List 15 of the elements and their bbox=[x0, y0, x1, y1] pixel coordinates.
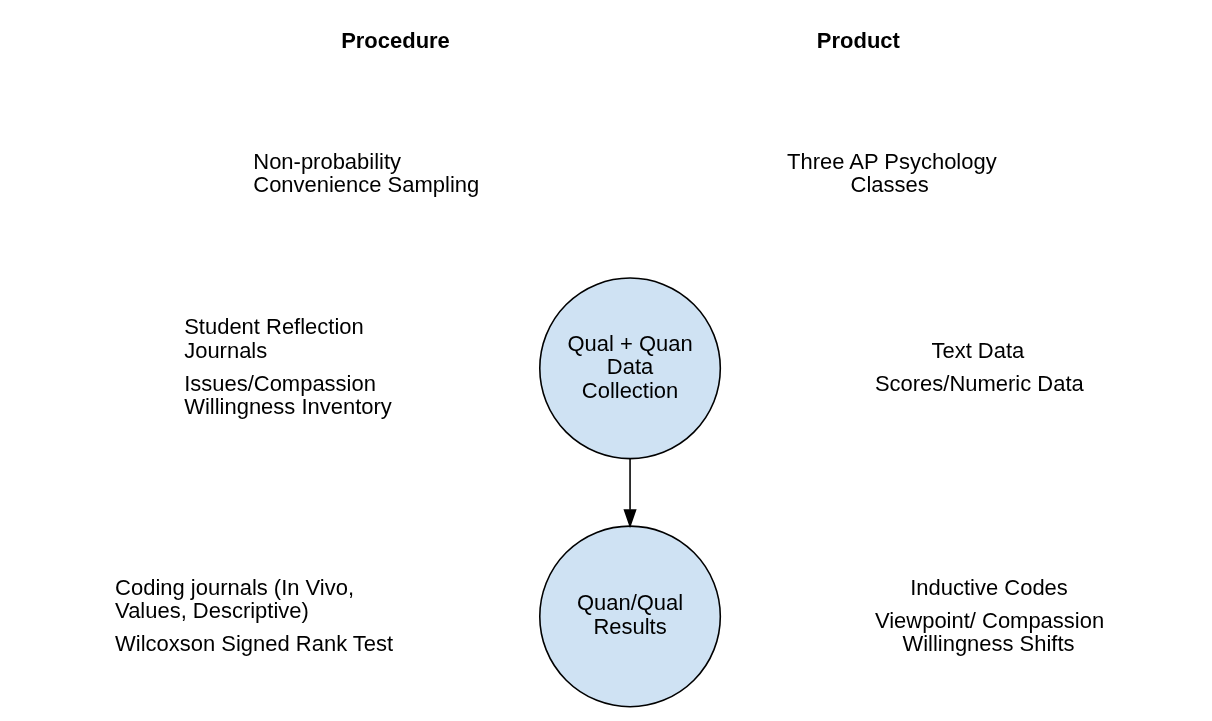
label: Coding journals (In Vivo, Values, Descriptive) bbox=[114, 574, 354, 624]
label: Procedure bbox=[340, 27, 450, 53]
label: Non-probability Convenience Sampling bbox=[252, 148, 479, 198]
label: Three AP Psychology Classes bbox=[786, 148, 997, 198]
arrow bbox=[622, 458, 637, 529]
label: Wilcoxson Signed Rank Test bbox=[114, 631, 393, 657]
node-circle: Quan/Qual Results bbox=[538, 525, 721, 708]
label: Student Reflection Journals bbox=[183, 314, 364, 363]
node-circle: Qual + Quan Data Collection bbox=[538, 277, 721, 460]
label: Viewpoint/ Compassion Willingness Shifts bbox=[874, 607, 1104, 657]
label: Text Data bbox=[930, 337, 1024, 363]
label: Issues/Compassion Willingness Inventory bbox=[183, 370, 392, 420]
label: Scores/Numeric Data bbox=[874, 370, 1084, 396]
label: Inductive Codes bbox=[909, 574, 1068, 600]
label: Product bbox=[816, 27, 900, 53]
